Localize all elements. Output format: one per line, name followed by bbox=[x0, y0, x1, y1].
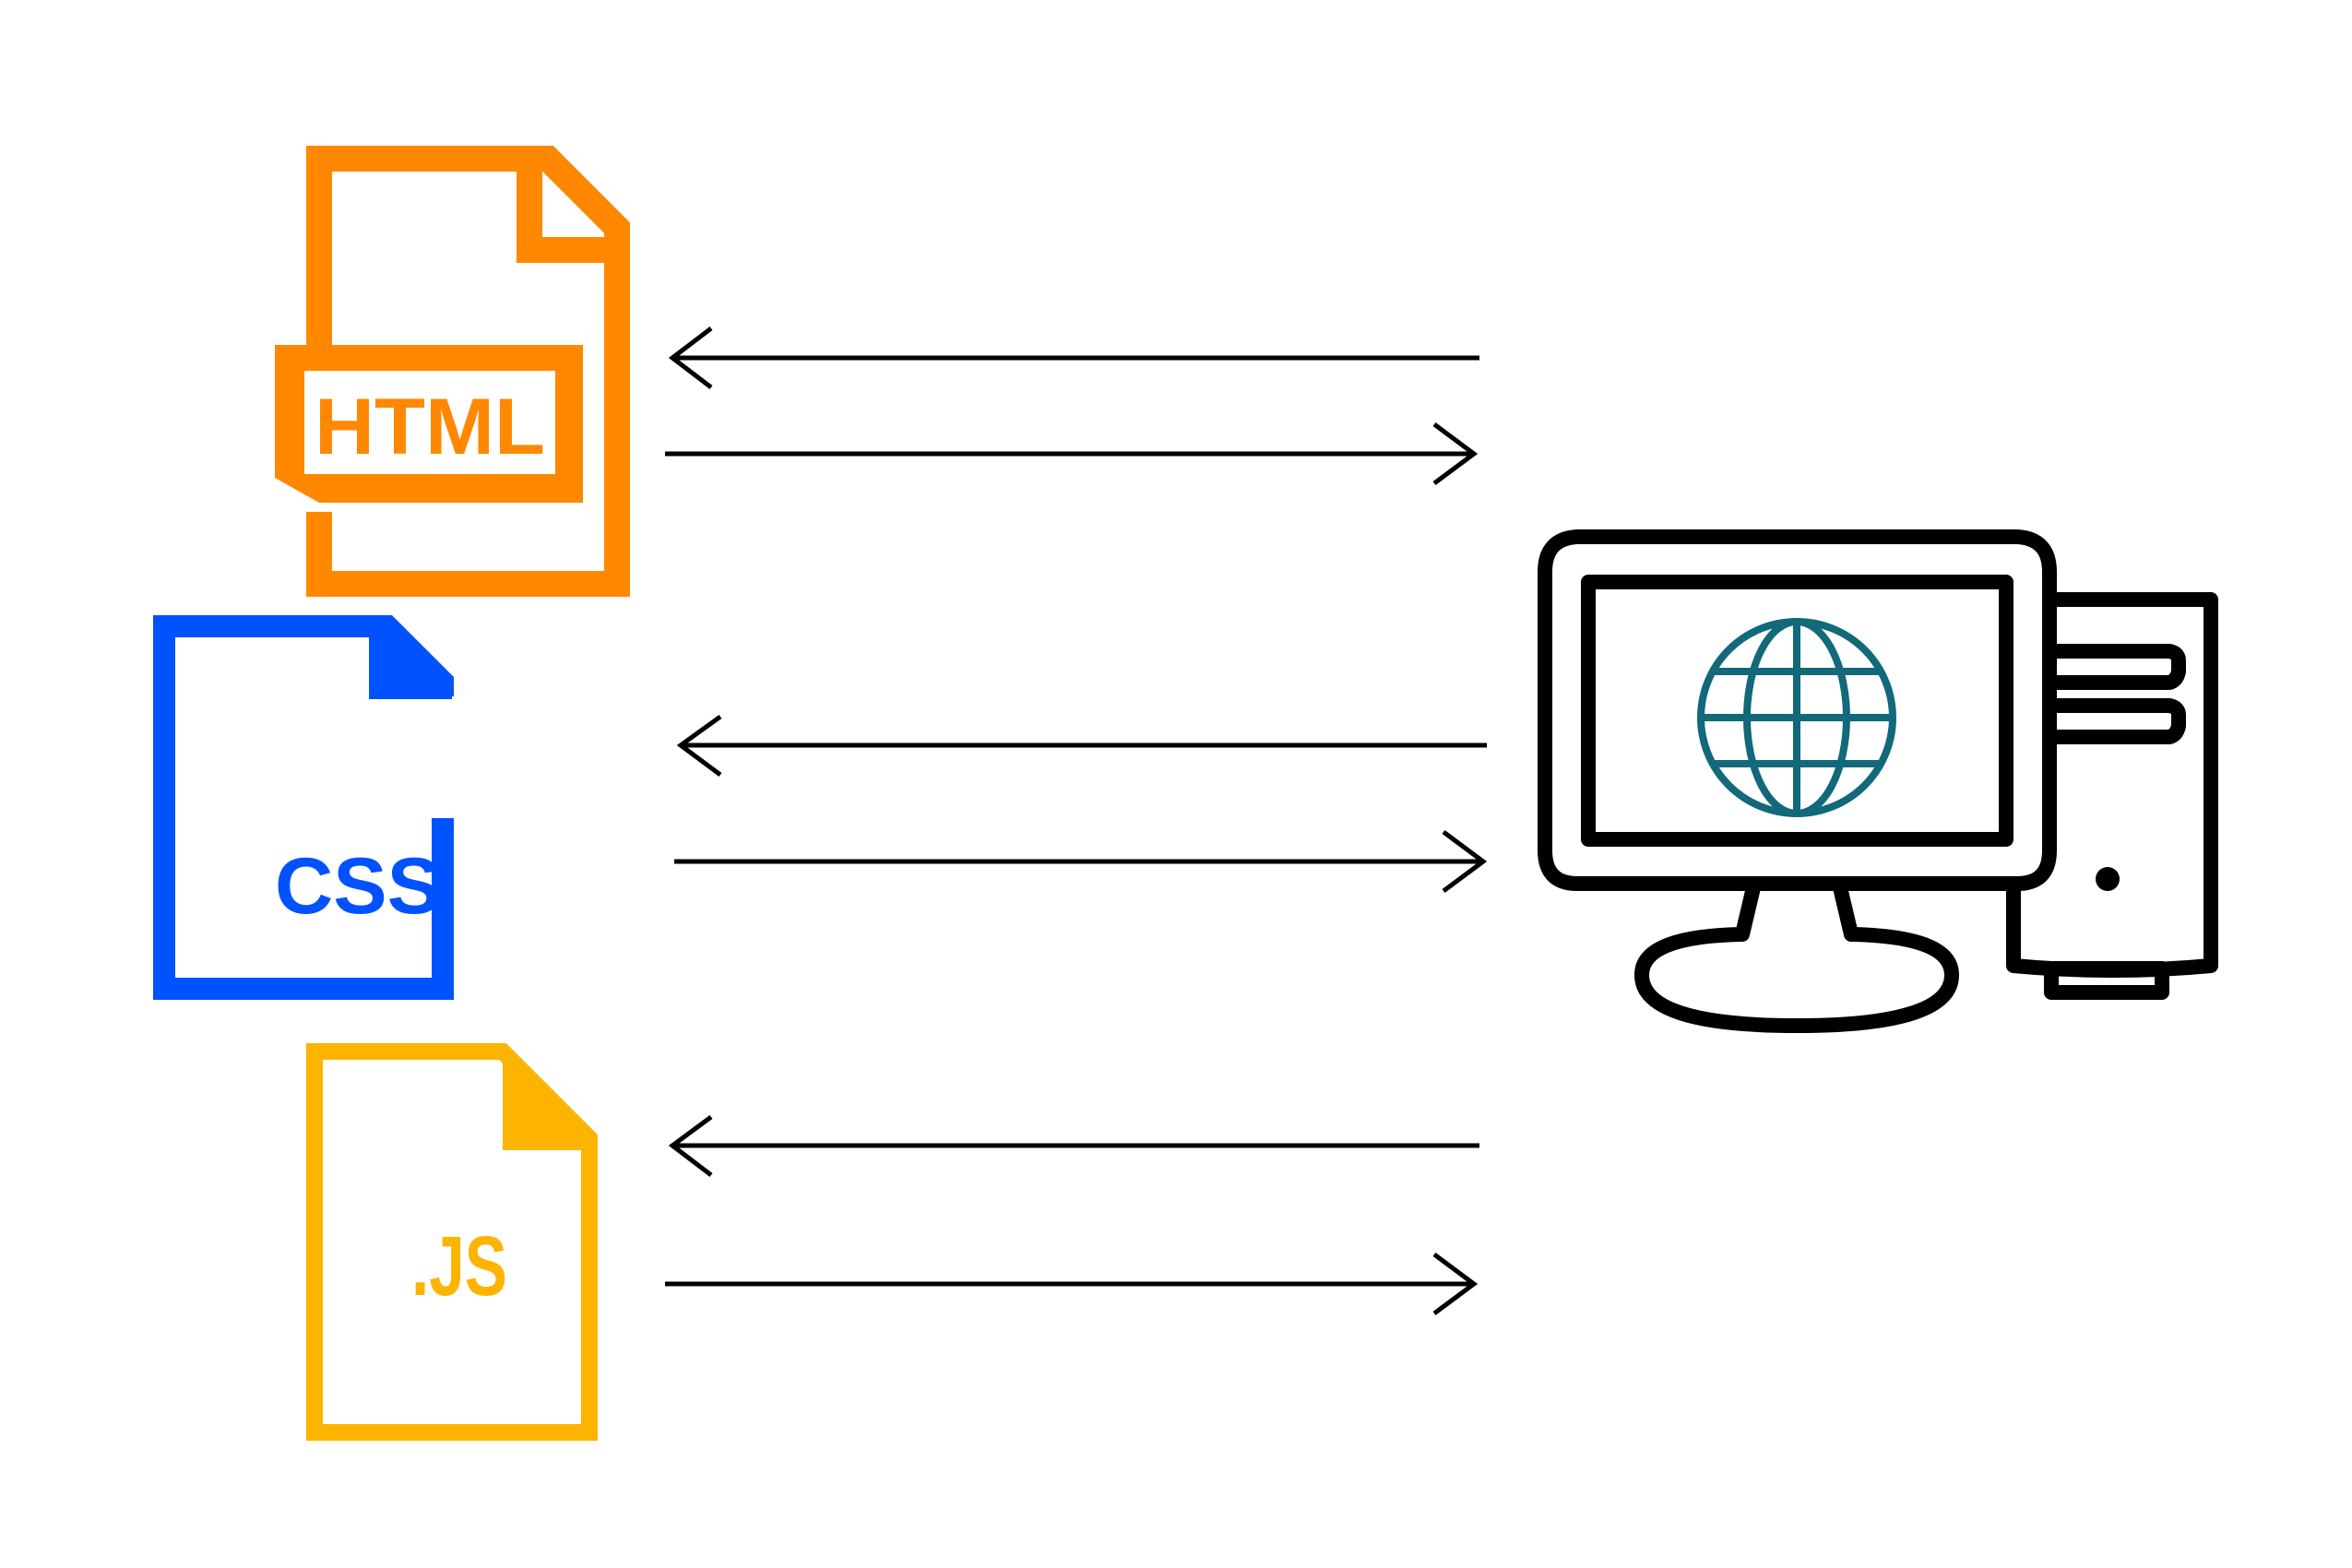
css-file-icon: CSS bbox=[153, 615, 454, 1000]
computer-tower bbox=[2006, 592, 2218, 1000]
arrow-computer-to-css bbox=[676, 714, 1487, 778]
arrow-js-to-computer bbox=[665, 1252, 1479, 1316]
js-label: .JS bbox=[411, 1219, 507, 1313]
html-label: HTML bbox=[315, 383, 545, 471]
arrow-html-to-computer bbox=[665, 422, 1479, 486]
desktop-computer-icon bbox=[1538, 529, 2218, 1033]
arrow-computer-to-js bbox=[668, 1114, 1479, 1177]
html-file-icon: HTML bbox=[275, 146, 630, 597]
globe-icon bbox=[1697, 618, 1896, 817]
arrow-css-to-computer bbox=[674, 829, 1488, 894]
power-button bbox=[2096, 867, 2120, 891]
arrow-computer-to-html bbox=[668, 327, 1479, 389]
css-label: CSS bbox=[275, 842, 441, 931]
js-file-icon: .JS bbox=[306, 1043, 598, 1441]
computer-monitor bbox=[1538, 529, 2057, 1033]
